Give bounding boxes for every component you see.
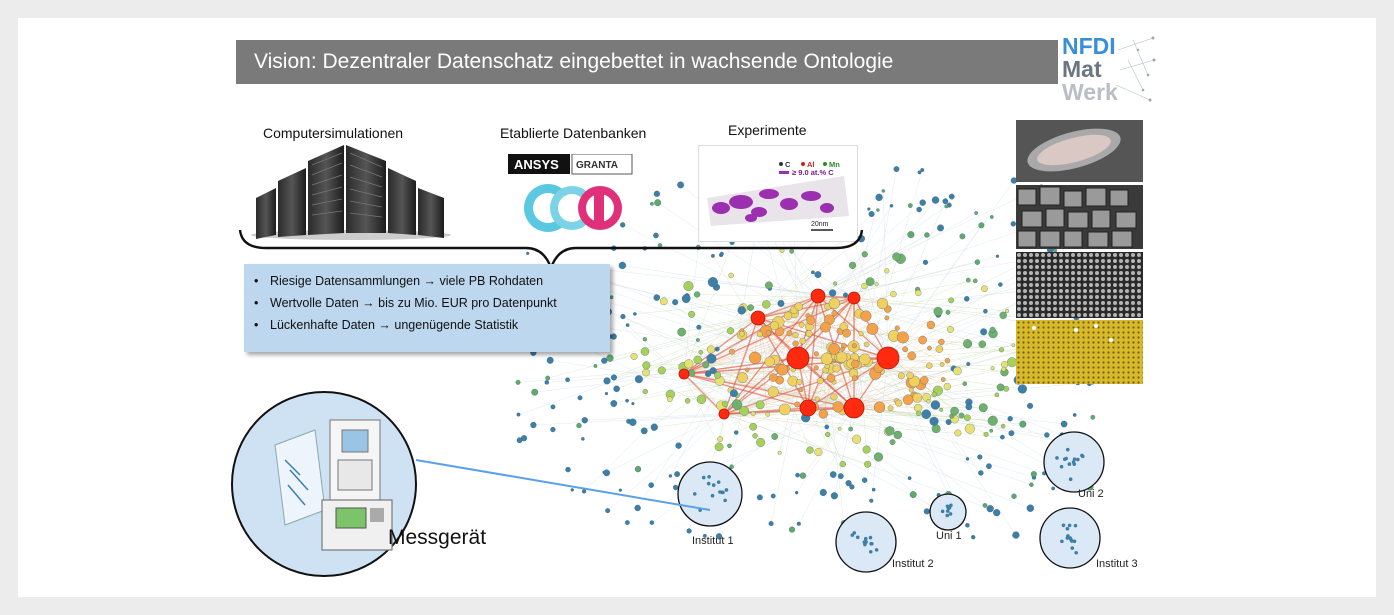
network-graph (515, 156, 1105, 573)
cluster-label-institut-1: Institut 1 (692, 535, 734, 547)
device-label: Messgerät (388, 526, 487, 549)
atom-probe-image: C Al Mn ≥ 9.0 at.% C 20nm (698, 145, 858, 242)
micrograph-1 (1016, 120, 1143, 182)
cluster-label-institut-3: Institut 3 (1096, 558, 1138, 570)
title-bar: Vision: Dezentraler Datenschatz eingebet… (236, 40, 1066, 84)
ansys-logo: ANSYS (514, 157, 559, 172)
bullet-item: •Riesige Datensammlungen → viele PB Rohd… (254, 274, 544, 288)
cluster-label-institut-2: Institut 2 (892, 558, 934, 570)
bullet-item: •Wertvolle Daten → bis zu Mio. EUR pro D… (254, 296, 557, 310)
logo-text-werk: Werk (1062, 79, 1118, 105)
legend-iso: ≥ 9.0 at.% C (792, 168, 834, 177)
database-logos: ANSYS GRANTA (508, 154, 633, 232)
scale-bar-label: 20nm (811, 221, 829, 228)
legend-c: C (785, 160, 791, 169)
info-box: •Riesige Datensammlungen → viele PB Rohd… (244, 264, 610, 352)
legend-al: Al (807, 160, 815, 169)
micrograph-3 (1016, 252, 1143, 318)
label-datenbanken: Etablierte Datenbanken (500, 125, 647, 141)
bullet-item: •Lückenhafte Daten → ungenügende Statist… (254, 318, 519, 332)
micrograph-4 (1016, 320, 1143, 384)
logo-text-nfdi: NFDI (1062, 33, 1116, 59)
cluster-label-uni-1: Uni 1 (936, 530, 962, 542)
logo-text-mat: Mat (1062, 56, 1102, 82)
cod-logo (524, 184, 622, 232)
server-rack-icon (251, 145, 451, 240)
slide-title: Vision: Dezentraler Datenschatz eingebet… (254, 50, 894, 73)
nfdi-matwerk-logo: NFDI Mat Werk (1058, 30, 1158, 108)
label-experimente: Experimente (728, 122, 807, 138)
cluster-label-uni-2: Uni 2 (1078, 488, 1104, 500)
legend-mn: Mn (829, 160, 840, 169)
device-connection-line (415, 459, 711, 511)
measuring-device-illustration (231, 391, 417, 577)
granta-logo: GRANTA (576, 160, 618, 171)
micrograph-2 (1016, 185, 1143, 249)
slide: Vision: Dezentraler Datenschatz eingebet… (18, 18, 1376, 597)
label-computersimulationen: Computersimulationen (263, 125, 404, 141)
